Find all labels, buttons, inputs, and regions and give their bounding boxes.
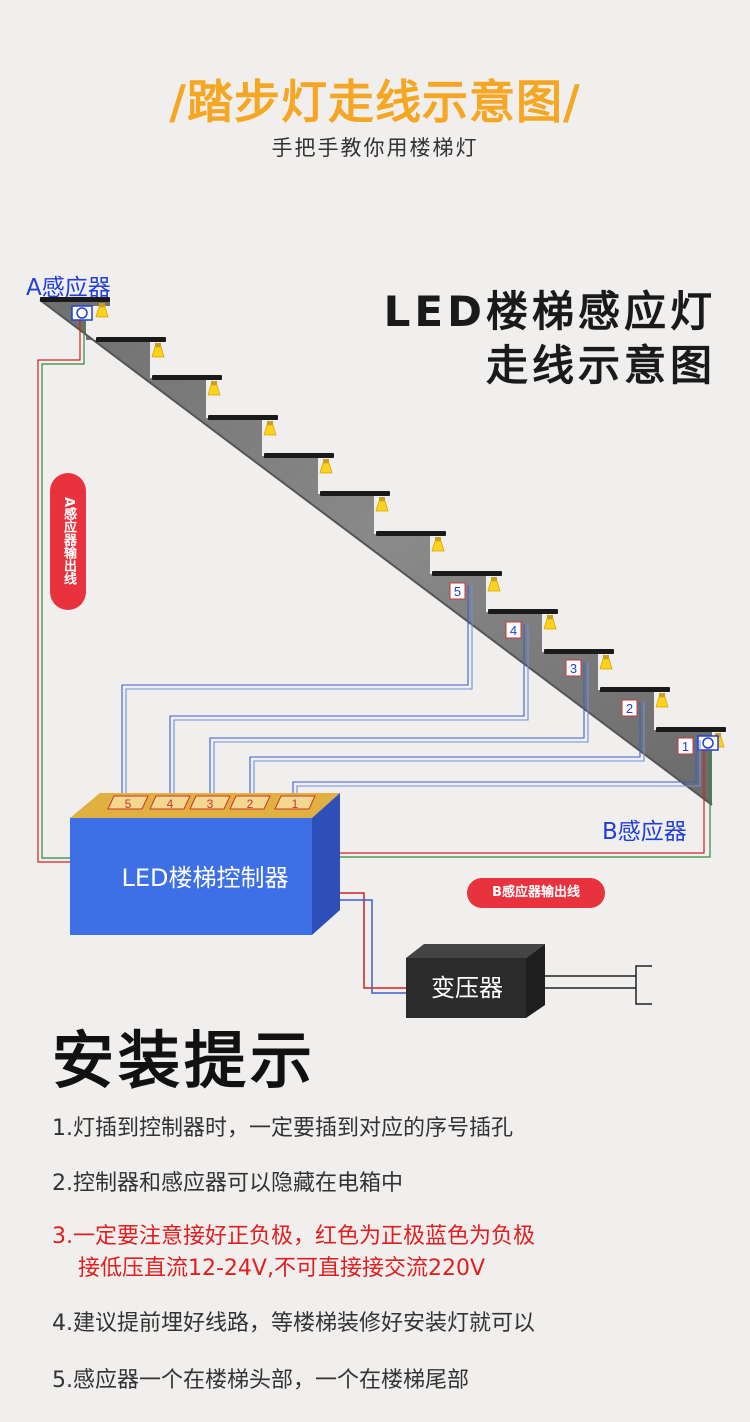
step-lamp-icon <box>319 459 333 474</box>
stair-tread <box>320 491 390 496</box>
step-lamps <box>95 303 725 748</box>
step-lamp-icon <box>431 537 445 552</box>
step-wire <box>213 662 589 806</box>
step-number-boxes: 5 4 3 2 1 <box>449 582 694 755</box>
stair-tread <box>40 297 110 302</box>
transformer-label: 变压器 <box>431 974 503 1002</box>
step-lamp-icon <box>599 655 613 670</box>
sensor-b-icon <box>697 735 719 751</box>
title-slash-left: / <box>169 75 187 129</box>
b-output-badge: B感应器输出线 <box>467 878 605 908</box>
svg-text:1: 1 <box>682 739 689 754</box>
title-slash-right: / <box>563 75 581 129</box>
step-lamp-icon <box>543 615 557 630</box>
install-title: 安装提示 <box>52 1024 317 1097</box>
controller-ports: 5 4 3 2 1 <box>107 795 316 811</box>
step-lamp-icon <box>655 693 669 708</box>
step-lamp-icon <box>95 303 109 318</box>
tip-1: 1.灯插到控制器时，一定要插到对应的序号插孔 <box>52 1116 514 1141</box>
sensor-a-wire <box>37 320 85 863</box>
stair-tread <box>544 649 614 654</box>
stair-tread <box>600 687 670 692</box>
svg-text:2: 2 <box>247 797 254 811</box>
step-wire <box>209 662 585 806</box>
controller-label: LED楼梯控制器 <box>121 864 289 892</box>
svg-text:5: 5 <box>454 584 461 599</box>
step-lamp-icon <box>207 381 221 396</box>
step-wire <box>121 585 469 806</box>
controller-box <box>70 793 340 935</box>
controller-port-3: 3 <box>189 795 231 811</box>
svg-text:1: 1 <box>292 797 299 811</box>
power-wires <box>340 892 406 994</box>
svg-text:4: 4 <box>510 623 517 638</box>
page-title: /踏步灯走线示意图/ <box>169 75 581 129</box>
page-subtitle: 手把手教你用楼梯灯 <box>271 136 479 160</box>
step-lamp-icon <box>151 343 165 358</box>
stair-tread <box>264 453 334 458</box>
stair-tread <box>152 375 222 380</box>
diagram-heading-line1: LED楼梯感应灯 <box>383 287 716 336</box>
step-number-1: 1 <box>677 737 694 755</box>
step-lamp-icon <box>375 497 389 512</box>
step-wire <box>249 702 641 806</box>
stair-tread <box>656 727 726 732</box>
stair-tread <box>488 609 558 614</box>
controller-port-5: 5 <box>107 795 149 811</box>
svg-text:4: 4 <box>167 797 174 811</box>
diagram-heading-line2: 走线示意图 <box>485 341 716 390</box>
sensor-b-wire <box>340 750 711 858</box>
svg-text:2: 2 <box>626 701 633 716</box>
step-wire <box>125 585 473 806</box>
svg-text:3: 3 <box>207 797 214 811</box>
stair-tread <box>376 531 446 536</box>
svg-text:5: 5 <box>125 797 132 811</box>
sensor-a-icon <box>71 305 93 321</box>
step-lamp-icon <box>487 577 501 592</box>
tip-4: 4.建议提前埋好线路，等楼梯装修好安装灯就可以 <box>52 1311 536 1336</box>
power-plug-icon <box>545 965 652 1005</box>
step-number-5: 5 <box>449 582 466 600</box>
step-number-2: 2 <box>621 699 638 717</box>
diagram-heading: LED楼梯感应灯 走线示意图 <box>384 285 716 393</box>
title-row: /踏步灯走线示意图/ <box>0 66 750 132</box>
a-output-badge: A感应器输出线 <box>50 473 86 610</box>
stair-tread <box>96 337 166 342</box>
tip-5: 5.感应器一个在楼梯头部，一个在楼梯尾部 <box>52 1368 470 1393</box>
sensor-b-label: B感应器 <box>602 819 687 845</box>
stair-tread <box>208 415 278 420</box>
svg-text:3: 3 <box>570 661 577 676</box>
transformer-box <box>406 944 545 1018</box>
tip-3-line2: 接低压直流12-24V,不可直接接交流220V <box>78 1256 486 1281</box>
controller-port-4: 4 <box>149 795 191 811</box>
step-number-4: 4 <box>505 621 522 639</box>
step-wire <box>292 740 697 806</box>
step-lamp-icon <box>263 421 277 436</box>
sensor-a-label: A感应器 <box>26 275 111 301</box>
step-wire <box>253 702 645 806</box>
stair-underside <box>39 299 713 806</box>
step-wire <box>169 624 525 806</box>
controller-port-1: 1 <box>274 795 316 811</box>
stair-tread <box>432 571 502 576</box>
controller-port-2: 2 <box>229 795 271 811</box>
tip-2: 2.控制器和感应器可以隐藏在电箱中 <box>52 1171 404 1196</box>
step-wire <box>173 624 529 806</box>
tip-3: 3.一定要注意接好正负极，红色为正极蓝色为负极 <box>52 1224 536 1249</box>
stair-treads <box>40 297 726 732</box>
step-number-3: 3 <box>565 659 582 677</box>
